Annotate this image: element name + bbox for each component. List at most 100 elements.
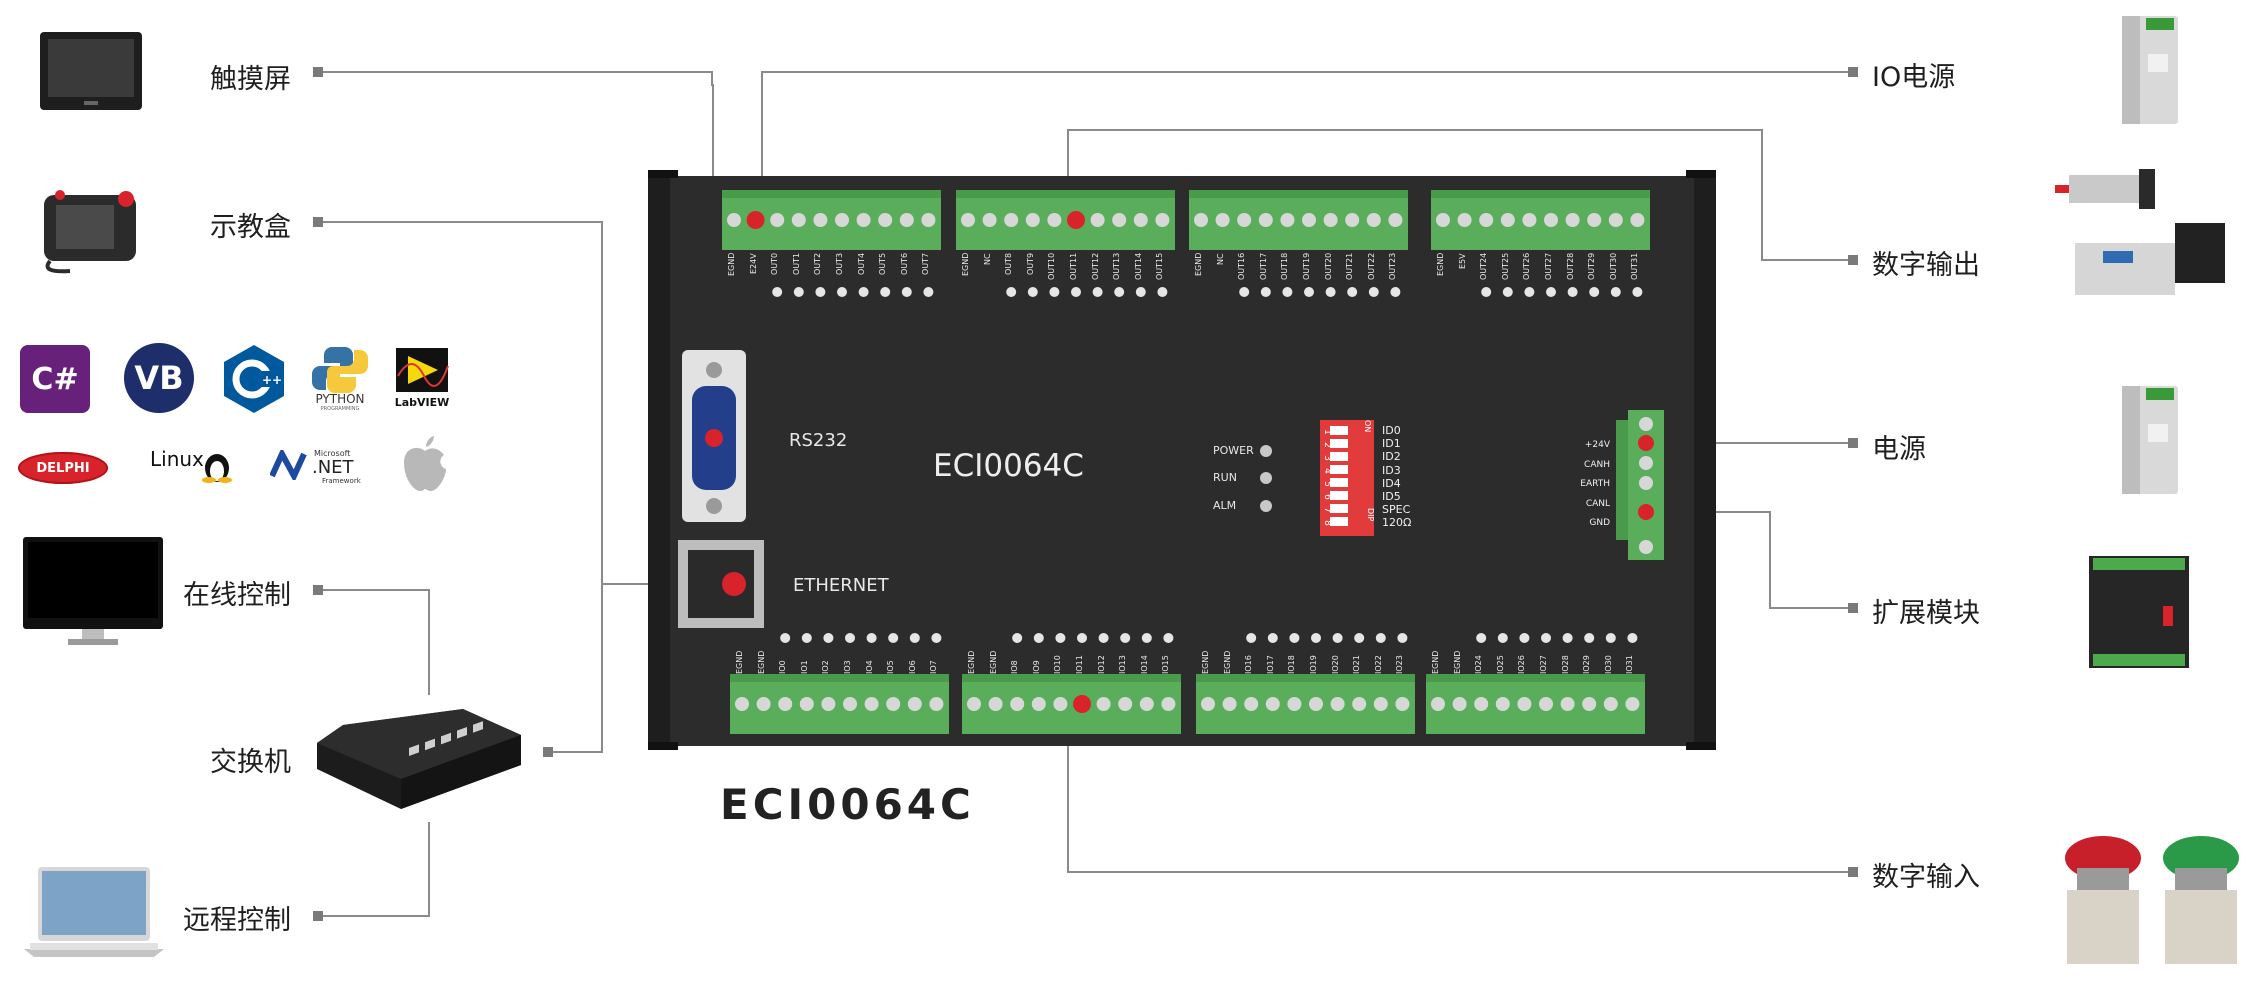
terminal-screw	[864, 697, 879, 711]
line-teach-pendant	[320, 221, 690, 585]
pin-led	[1071, 287, 1081, 297]
pin-led	[845, 633, 855, 643]
pin-label: IO25	[1495, 655, 1505, 674]
dip-label: ID2	[1382, 450, 1401, 464]
teach-pendant-image	[44, 190, 136, 274]
terminal-screw	[727, 213, 741, 227]
dip-label: 120Ω	[1382, 516, 1412, 530]
led-run-label: RUN	[1213, 471, 1237, 484]
python-subtext: PROGRAMMING	[320, 406, 360, 412]
terminal-screw	[1309, 697, 1323, 711]
pin-led	[1304, 287, 1314, 297]
pin-led	[1325, 287, 1336, 297]
dip-label: ID1	[1382, 437, 1401, 451]
terminal-screw	[843, 697, 857, 711]
terminal-screw	[1280, 213, 1295, 227]
terminal-screw	[1096, 697, 1111, 711]
pin-led	[801, 633, 812, 643]
terminal-screw	[1215, 213, 1230, 227]
pin-led	[1627, 633, 1638, 643]
pin-label: EGND	[967, 650, 976, 674]
pin-label: EGND	[1436, 253, 1445, 277]
terminal-screw	[821, 697, 836, 711]
pin-label: IO27	[1539, 655, 1548, 674]
terminal-screw	[1373, 697, 1388, 711]
pin-led	[1289, 633, 1300, 643]
terminal-screw	[1352, 697, 1367, 711]
pin-label: OUT8	[1004, 253, 1014, 276]
line-digital-input	[1067, 705, 1850, 873]
label-digital-input: 数字输入	[1872, 862, 1980, 893]
dotnet-text: .NET	[312, 457, 354, 478]
terminal-screw	[1047, 213, 1062, 227]
terminal-screw	[735, 697, 749, 711]
pin-label: OUT7	[921, 253, 931, 276]
pin-label: IO13	[1118, 655, 1128, 674]
led-alm-label: ALM	[1213, 499, 1237, 512]
pin-led	[1141, 633, 1152, 643]
pin-led	[1120, 633, 1131, 643]
ethernet-label: ETHERNET	[793, 575, 889, 596]
terminal-screw	[1067, 211, 1085, 229]
pin-led	[888, 633, 899, 643]
pin-led	[815, 287, 826, 297]
pin-label: IO21	[1352, 655, 1362, 674]
pin-label: IO31	[1625, 655, 1635, 674]
pin-label: OUT5	[878, 253, 888, 276]
pin-led	[1502, 287, 1513, 297]
terminal-screw	[1258, 213, 1273, 227]
terminal-screw	[1388, 213, 1403, 227]
svg-text:++: ++	[262, 373, 282, 387]
pin-label: IO22	[1373, 655, 1383, 674]
terminal-screw	[1010, 697, 1025, 711]
pin-label: OUT10	[1047, 253, 1057, 281]
pin-label: OUT11	[1069, 253, 1078, 281]
pin-label: IO14	[1139, 655, 1149, 674]
pin-led	[1077, 633, 1087, 643]
dotnet-icon	[270, 450, 307, 480]
terminal-screw	[1560, 697, 1575, 711]
pin-led	[1632, 287, 1643, 297]
label-touchscreen: 触摸屏	[210, 64, 291, 95]
pin-label: EGND	[727, 253, 736, 277]
pin-label: OUT16	[1237, 253, 1247, 281]
pin-led	[1562, 633, 1573, 643]
pin-label: EGND	[735, 650, 744, 674]
pin-led	[1332, 633, 1343, 643]
pin-led	[1006, 287, 1017, 297]
pin-led	[1267, 633, 1278, 643]
terminal-screw	[1431, 697, 1445, 711]
terminal-screw	[1544, 213, 1558, 227]
pin-label: OUT4	[856, 253, 866, 276]
pin-label: IO15	[1161, 655, 1171, 674]
terminal-screw	[1237, 213, 1252, 227]
terminal-screw	[1330, 697, 1345, 711]
pin-led	[1098, 633, 1109, 643]
label-digital-output: 数字输出	[1872, 250, 1980, 281]
dotnet-microsoft: Microsoft	[314, 449, 351, 458]
pin-label: OUT19	[1302, 253, 1311, 281]
line-online-control	[320, 589, 430, 695]
terminal-screw	[770, 213, 785, 227]
pin-led	[1027, 287, 1038, 297]
dip-label: ID4	[1382, 476, 1401, 490]
power-terminal-label: GND	[1589, 518, 1610, 529]
pin-label: IO4	[864, 660, 874, 674]
terminal-screw	[1025, 213, 1040, 227]
pin-led	[1163, 633, 1174, 643]
touchscreen-image	[40, 32, 142, 110]
pin-label: IO7	[929, 660, 939, 674]
terminal-screw	[1630, 213, 1645, 227]
terminal-screw	[756, 697, 771, 711]
pin-led	[1519, 633, 1530, 643]
pin-led	[1546, 287, 1556, 297]
terminal-screw	[1155, 213, 1170, 227]
pin-label: IO8	[1010, 660, 1020, 674]
dip-number: 3	[1321, 455, 1332, 461]
pin-led	[1135, 287, 1146, 297]
monitor-image	[23, 537, 163, 645]
terminal-screw	[1031, 697, 1046, 711]
terminal-screw	[1302, 213, 1316, 227]
pin-led	[909, 633, 920, 643]
pin-label: IO1	[799, 660, 809, 674]
